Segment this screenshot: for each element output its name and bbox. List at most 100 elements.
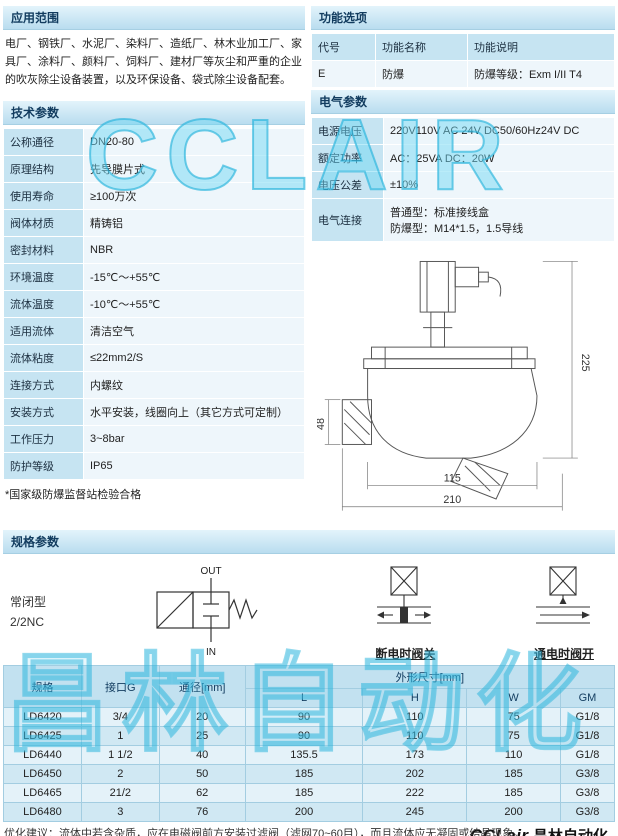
fn-name: 防爆 [375, 60, 468, 88]
cell-h: 202 [362, 764, 468, 784]
table-subheader-row: L H W GM [4, 688, 615, 708]
elec-label: 电压公差 [311, 171, 384, 199]
col-header-spec: 规格 [3, 665, 82, 708]
valve-symbol-svg: OUT IN [156, 566, 258, 658]
tech-label: 阀体材质 [3, 209, 84, 238]
elec-value: 普通型：标准接线盒 防爆型：M14*1.5，1.5导线 [383, 198, 615, 242]
tech-value: 清洁空气 [83, 317, 305, 346]
elec-label: 额定功率 [311, 144, 384, 172]
cell-w: 185 [466, 783, 561, 803]
valve-type-label: 常闭型 [10, 594, 47, 609]
cell-model: LD6450 [3, 764, 82, 784]
cell-port: 3/4 [80, 707, 160, 727]
section-title-electrical: 电气参数 [311, 90, 615, 114]
tech-label: 安装方式 [3, 398, 84, 427]
left-column: 应用范围 电厂、钢铁厂、水泥厂、染料厂、造纸厂、林木业加工厂、家具厂、涂料厂、颜… [3, 4, 305, 526]
fn-desc: 防爆等级：Exm I/II T4 [467, 60, 615, 88]
cell-gm: G1/8 [560, 707, 615, 727]
cell-w: 200 [466, 802, 561, 822]
valve-drawing-svg: 225 48 115 210 [317, 260, 591, 511]
cell-port: 2 [80, 764, 160, 784]
tech-label: 密封材料 [3, 236, 84, 265]
col-header-dn: 通径[mm] [158, 665, 246, 708]
open-state-diagram [535, 565, 590, 624]
cell-l: 135.5 [244, 745, 364, 765]
table-row: LD6450 2 50 185 202 185 G3/8 [3, 764, 615, 784]
cell-dn: 62 [158, 783, 246, 803]
cell-dn: 76 [158, 802, 246, 822]
tech-label: 环境温度 [3, 263, 84, 292]
open-diagram-block: 通电时阀开 [528, 563, 600, 662]
table-row: 阀体材质精铸铝 [3, 209, 305, 238]
elec-value: 220V110V AC 24V DC50/60Hz24V DC [383, 117, 615, 145]
col-header-dims: 外形尺寸[mm] [244, 665, 616, 689]
table-row: LD6440 1 1/2 40 135.5 173 110 G1/8 [3, 745, 615, 765]
dimension-drawing: 225 48 115 210 [311, 250, 615, 526]
col-subheader-w: W [466, 688, 561, 708]
cell-gm: G3/8 [560, 802, 615, 822]
cell-dn: 20 [158, 707, 246, 727]
cell-dn: 25 [158, 726, 246, 746]
tech-value: -15℃～+55℃ [83, 263, 305, 292]
tech-label: 工作压力 [3, 425, 84, 454]
valve-in-label: IN [206, 647, 216, 658]
section-title-tech: 技术参数 [3, 101, 305, 126]
fn-header: 功能名称 [375, 33, 468, 61]
cell-gm: G3/8 [560, 764, 615, 784]
cell-port: 1 [80, 726, 160, 746]
right-column: 功能选项 代号 功能名称 功能说明 E 防爆 防爆等级：Exm I/II T4 … [311, 4, 615, 526]
tech-value: 3~8bar [83, 425, 305, 454]
tech-label: 适用流体 [3, 317, 84, 346]
table-header-row: 规格 接口G 通径[mm] 外形尺寸[mm] [3, 665, 616, 708]
section-title-application: 应用范围 [3, 6, 305, 30]
cell-model: LD6440 [3, 745, 82, 765]
cell-model: LD6465 [3, 783, 82, 803]
dim-inlet-label: 48 [317, 418, 327, 430]
tech-label: 连接方式 [3, 371, 84, 400]
elec-value-line1: 普通型：标准接线盒 [390, 207, 489, 219]
tech-value: ≥100万次 [83, 182, 305, 211]
table-row: LD6420 3/4 20 90 110 75 G1/8 [3, 707, 615, 727]
table-row: LD6425 1 25 90 110 75 G1/8 [3, 726, 615, 746]
symbols-row: 常闭型 2/2NC OUT IN [0, 557, 618, 663]
col-subheader-gm: GM [560, 688, 615, 708]
cell-h: 222 [362, 783, 468, 803]
col-subheader-l: L [244, 688, 364, 708]
cell-dn: 40 [158, 745, 246, 765]
section-title-spec: 规格参数 [3, 530, 615, 554]
table-row: 原理结构先导膜片式 [3, 155, 305, 184]
dim-width-inner-label: 115 [444, 472, 461, 484]
tech-label: 流体粘度 [3, 344, 84, 373]
valve-type-block: 常闭型 2/2NC [10, 592, 46, 633]
table-row: 适用流体清洁空气 [3, 317, 305, 346]
col-header-port: 接口G [80, 665, 160, 708]
cell-h: 173 [362, 745, 468, 765]
application-body: 电厂、钢铁厂、水泥厂、染料厂、造纸厂、林木业加工厂、家具厂、涂料厂、颜料厂、饲料… [5, 38, 302, 86]
certification-note: *国家级防爆监督站检验合格 [5, 489, 142, 502]
cell-h: 110 [362, 726, 468, 746]
function-options-table: 代号 功能名称 功能说明 E 防爆 防爆等级：Exm I/II T4 [311, 33, 615, 88]
tech-label: 流体温度 [3, 290, 84, 319]
table-row: 连接方式内螺纹 [3, 371, 305, 400]
cell-w: 75 [466, 726, 561, 746]
footer: CCLair 昌林自动化 [0, 822, 618, 836]
cell-gm: G1/8 [560, 726, 615, 746]
tech-value: 先导膜片式 [83, 155, 305, 184]
tech-value: DN20-80 [83, 128, 305, 157]
tech-label: 防护等级 [3, 452, 84, 481]
cell-l: 90 [244, 707, 364, 727]
cell-model: LD6420 [3, 707, 82, 727]
tech-label: 使用寿命 [3, 182, 84, 211]
open-state-label: 通电时阀开 [533, 646, 594, 661]
valve-type-code: 2/2NC [10, 615, 45, 629]
table-row: 电压公差±10% [311, 171, 615, 199]
closed-state-diagram [377, 565, 432, 624]
brand-logo-en: CCLair [469, 826, 529, 836]
cell-w: 75 [466, 707, 561, 727]
tech-value: 精铸铝 [83, 209, 305, 238]
